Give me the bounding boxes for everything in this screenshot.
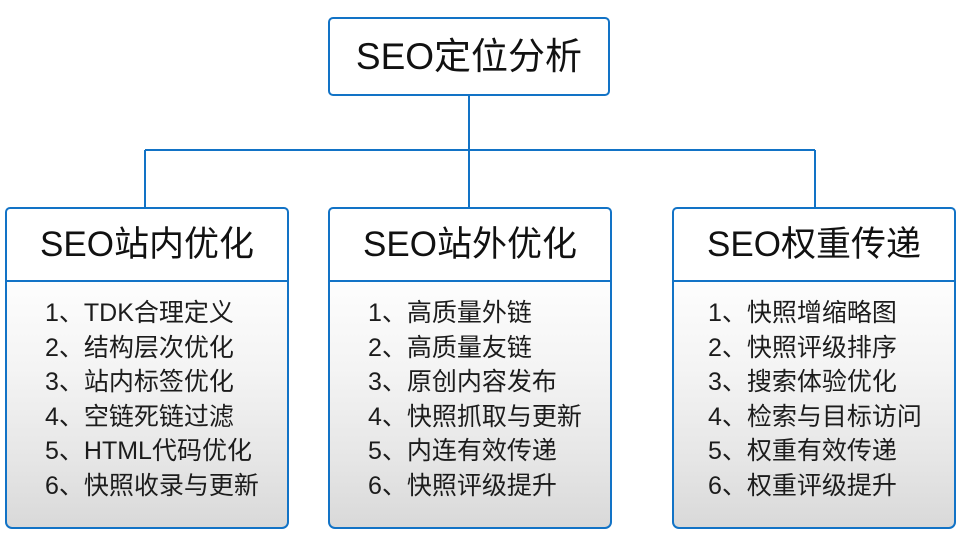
branch-item-list-2: 1、高质量外链 2、高质量友链 3、原创内容发布 4、快照抓取与更新 5、内连有… — [330, 296, 582, 503]
branch-title-1: SEO站内优化 — [40, 225, 254, 264]
list-item: 2、高质量友链 — [368, 333, 532, 362]
branch-column-3: SEO权重传递 1、快照增缩略图 2、快照评级排序 3、搜索体验优化 4、检索与… — [672, 207, 956, 529]
branch-item-list-1: 1、TDK合理定义 2、结构层次优化 3、站内标签优化 4、空链死链过滤 5、H… — [7, 296, 259, 503]
branch-title-3: SEO权重传递 — [707, 225, 921, 264]
branch-header-2[interactable]: SEO站外优化 — [328, 207, 612, 282]
list-item: 3、站内标签优化 — [45, 368, 234, 396]
list-item: 5、权重有效传递 — [708, 437, 897, 465]
branch-body-1: 1、TDK合理定义 2、结构层次优化 3、站内标签优化 4、空链死链过滤 5、H… — [5, 281, 289, 529]
branch-column-2: SEO站外优化 1、高质量外链 2、高质量友链 3、原创内容发布 4、快照抓取与… — [328, 207, 612, 529]
list-item: 2、结构层次优化 — [45, 333, 234, 362]
list-item: 3、原创内容发布 — [368, 368, 557, 396]
list-item: 5、内连有效传递 — [368, 437, 557, 465]
list-item: 6、快照收录与更新 — [45, 471, 259, 500]
branch-title-2: SEO站外优化 — [363, 225, 577, 264]
list-item: 3、搜索体验优化 — [708, 368, 897, 396]
list-item: 4、空链死链过滤 — [45, 402, 234, 431]
list-item: 1、TDK合理定义 — [45, 299, 234, 327]
list-item: 2、快照评级排序 — [708, 333, 897, 362]
list-item: 4、快照抓取与更新 — [368, 402, 582, 431]
list-item: 4、检索与目标访问 — [708, 402, 922, 431]
branch-body-2: 1、高质量外链 2、高质量友链 3、原创内容发布 4、快照抓取与更新 5、内连有… — [328, 281, 612, 529]
list-item: 6、快照评级提升 — [368, 471, 557, 500]
branch-header-3[interactable]: SEO权重传递 — [672, 207, 956, 282]
root-node-title: SEO定位分析 — [355, 36, 583, 77]
branch-column-1: SEO站内优化 1、TDK合理定义 2、结构层次优化 3、站内标签优化 4、空链… — [5, 207, 289, 529]
list-item: 5、HTML代码优化 — [45, 437, 252, 465]
list-item: 1、高质量外链 — [368, 299, 532, 327]
branch-header-1[interactable]: SEO站内优化 — [5, 207, 289, 282]
root-node[interactable]: SEO定位分析 — [328, 17, 610, 96]
list-item: 1、快照增缩略图 — [708, 299, 897, 327]
branch-item-list-3: 1、快照增缩略图 2、快照评级排序 3、搜索体验优化 4、检索与目标访问 5、权… — [674, 296, 922, 503]
list-item: 6、权重评级提升 — [708, 471, 897, 500]
branch-body-3: 1、快照增缩略图 2、快照评级排序 3、搜索体验优化 4、检索与目标访问 5、权… — [672, 281, 956, 529]
